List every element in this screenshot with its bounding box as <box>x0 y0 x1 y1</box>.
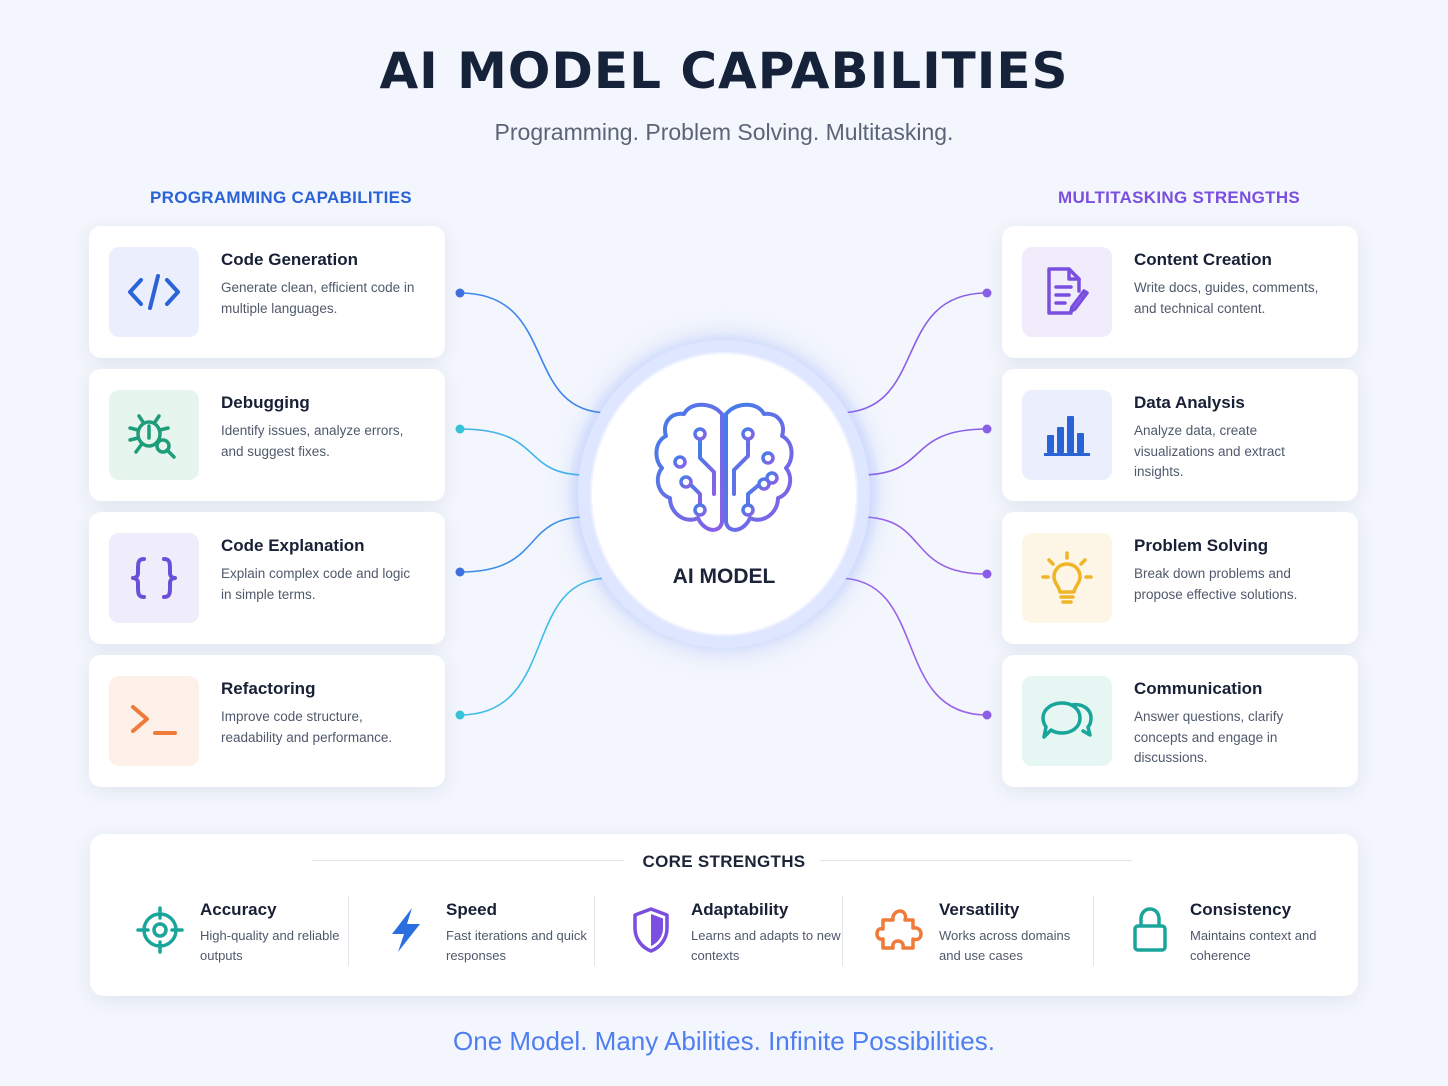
bar-chart-icon <box>1044 416 1090 456</box>
card-description: Identify issues, analyze errors, and sug… <box>221 423 404 459</box>
card-title: Refactoring <box>221 679 316 698</box>
card-title: Data Analysis <box>1134 393 1245 412</box>
card-title: Problem Solving <box>1134 536 1269 555</box>
icon-box <box>1022 533 1112 623</box>
divider <box>594 896 595 966</box>
strength-description: Learns and adapts to new contexts <box>691 928 841 963</box>
divider <box>348 896 349 966</box>
icon-box <box>1022 390 1112 480</box>
strength-description: High-quality and reliable outputs <box>200 928 340 963</box>
strength-consistency: Consistency Maintains context and cohere… <box>1126 898 1326 970</box>
connector-data-analysis <box>860 428 988 476</box>
card-description: Improve code structure, readability and … <box>221 709 393 745</box>
strength-title: Adaptability <box>691 900 789 919</box>
card-code-generation: Code Generation Generate clean, efficien… <box>89 226 445 358</box>
connector-problem-solving <box>860 516 988 575</box>
connector-communication <box>837 577 988 716</box>
card-description: Answer questions, clarify concepts and e… <box>1134 709 1284 765</box>
card-content-creation: Content Creation Write docs, guides, com… <box>1002 226 1358 358</box>
puzzle-icon <box>875 909 923 950</box>
strength-title: Consistency <box>1190 900 1292 919</box>
target-icon <box>136 906 184 954</box>
heading-rule-left <box>312 860 624 861</box>
code-tag-icon <box>128 274 180 310</box>
card-description: Break down problems and propose effectiv… <box>1134 566 1298 602</box>
lock-icon <box>1133 907 1167 952</box>
strength-description: Fast iterations and quick responses <box>446 928 587 963</box>
card-data-analysis: Data Analysis Analyze data, create visua… <box>1002 369 1358 501</box>
multitasking-heading: MULTITASKING STRENGTHS <box>1058 188 1301 207</box>
connector-code-explanation <box>459 516 587 573</box>
card-problem-solving: Problem Solving Break down problems and … <box>1002 512 1358 644</box>
card-communication: Communication Answer questions, clarify … <box>1002 655 1358 787</box>
strength-versatility: Versatility Works across domains and use… <box>875 898 1075 970</box>
core-strengths-heading: CORE STRENGTHS <box>642 852 806 871</box>
card-title: Communication <box>1134 679 1263 698</box>
hub-label: AI MODEL <box>672 565 776 588</box>
icon-box <box>109 247 199 337</box>
heading-rule-right <box>820 860 1132 861</box>
connector-content-creation <box>837 292 988 414</box>
strength-speed: Speed Fast iterations and quick response… <box>382 898 587 970</box>
card-debugging: Debugging Identify issues, analyze error… <box>89 369 445 501</box>
divider <box>842 896 843 966</box>
strength-description: Maintains context and coherence <box>1190 928 1317 963</box>
document-edit-icon <box>1047 267 1089 315</box>
programming-heading: PROGRAMMING CAPABILITIES <box>150 188 412 207</box>
core-strengths-panel: CORE STRENGTHS Accuracy High-quality and… <box>90 834 1358 996</box>
divider <box>1093 896 1094 966</box>
card-code-explanation: Code Explanation Explain complex code an… <box>89 512 445 644</box>
icon-box <box>1022 676 1112 766</box>
icon-box <box>109 533 199 623</box>
connector-refactoring <box>459 577 610 716</box>
tagline: One Model. Many Abilities. Infinite Poss… <box>453 1026 995 1056</box>
curly-braces-icon <box>131 557 177 599</box>
connector-code-generation <box>459 292 610 414</box>
strength-title: Versatility <box>939 900 1020 919</box>
card-title: Code Generation <box>221 250 358 269</box>
bug-icon <box>128 414 176 459</box>
card-description: Write docs, guides, comments, and techni… <box>1134 280 1319 316</box>
page-subtitle: Programming. Problem Solving. Multitaski… <box>494 119 954 145</box>
page-title: AI MODEL CAPABILITIES <box>379 42 1069 100</box>
strength-adaptability: Adaptability Learns and adapts to new co… <box>627 898 841 970</box>
chat-bubbles-icon <box>1041 701 1093 739</box>
shield-icon <box>633 907 669 953</box>
lightning-icon <box>392 908 420 952</box>
lightbulb-icon <box>1041 551 1093 604</box>
card-description: Explain complex code and logic in simple… <box>221 566 411 602</box>
icon-box <box>1022 247 1112 337</box>
card-title: Debugging <box>221 393 310 412</box>
icon-box <box>109 676 199 766</box>
icon-box <box>109 390 199 480</box>
card-title: Content Creation <box>1134 250 1272 269</box>
card-description: Analyze data, create visualizations and … <box>1134 423 1285 479</box>
strength-accuracy: Accuracy High-quality and reliable outpu… <box>136 898 339 970</box>
connector-debugging <box>459 428 587 476</box>
terminal-icon <box>131 705 177 735</box>
card-title: Code Explanation <box>221 536 365 555</box>
strength-title: Speed <box>446 900 498 919</box>
strength-title: Accuracy <box>200 900 277 919</box>
card-refactoring: Refactoring Improve code structure, read… <box>89 655 445 787</box>
strength-description: Works across domains and use cases <box>939 928 1071 963</box>
card-description: Generate clean, efficient code in multip… <box>221 280 415 316</box>
brain-circuit-icon <box>654 402 794 532</box>
